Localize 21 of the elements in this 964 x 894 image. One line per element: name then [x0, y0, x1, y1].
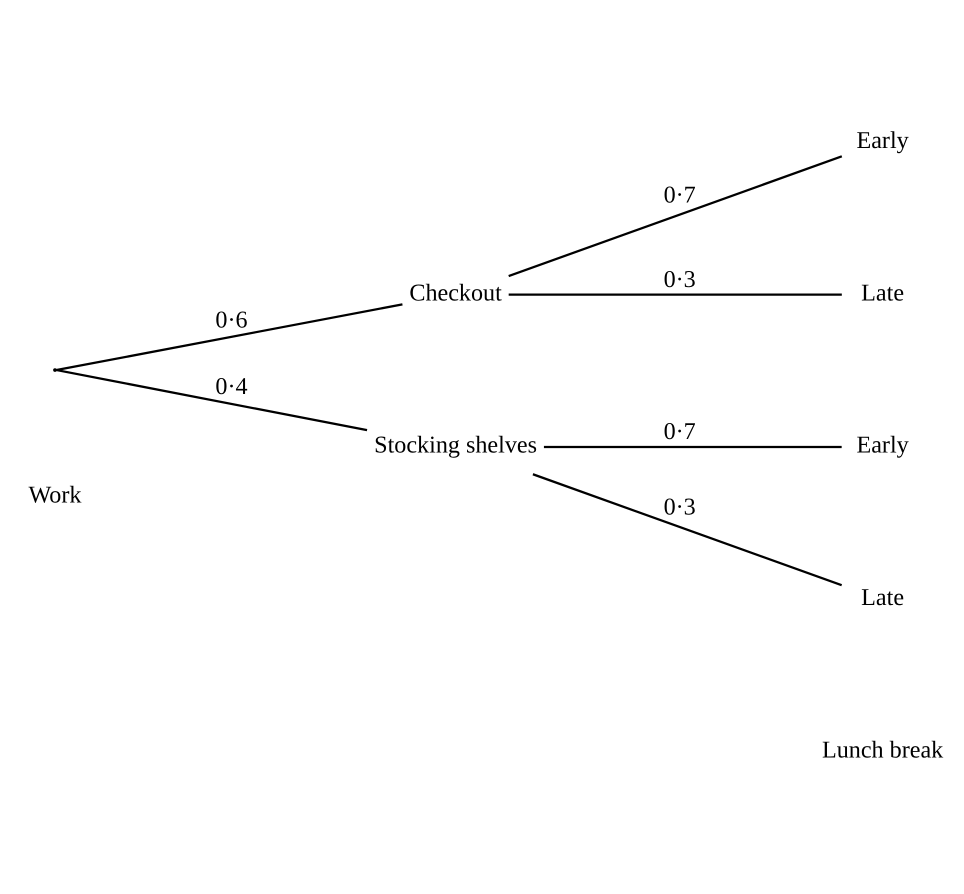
connector: [508, 155, 842, 278]
edge-label: 0·3: [664, 266, 696, 293]
node-text: Early: [856, 432, 909, 459]
edge-label: 0·4: [215, 372, 248, 400]
node-text: Stocking shelves: [374, 432, 538, 459]
node-text: Late: [861, 584, 904, 612]
edge-label: 0·7: [664, 418, 696, 446]
connector: [56, 303, 403, 372]
node-text: Checkout: [409, 279, 502, 306]
edge-label: 0·7: [664, 181, 696, 208]
node-text: Early: [856, 126, 909, 154]
label: Lunch break: [822, 736, 944, 764]
connector: [544, 446, 842, 448]
node-text: Late: [861, 279, 904, 306]
node-point: [53, 368, 57, 372]
connector: [532, 473, 842, 586]
connector: [56, 368, 368, 432]
edge-label: 0·3: [664, 494, 696, 521]
connector: [508, 293, 842, 296]
edge-label: 0·6: [215, 306, 248, 334]
label: Work: [28, 482, 82, 509]
